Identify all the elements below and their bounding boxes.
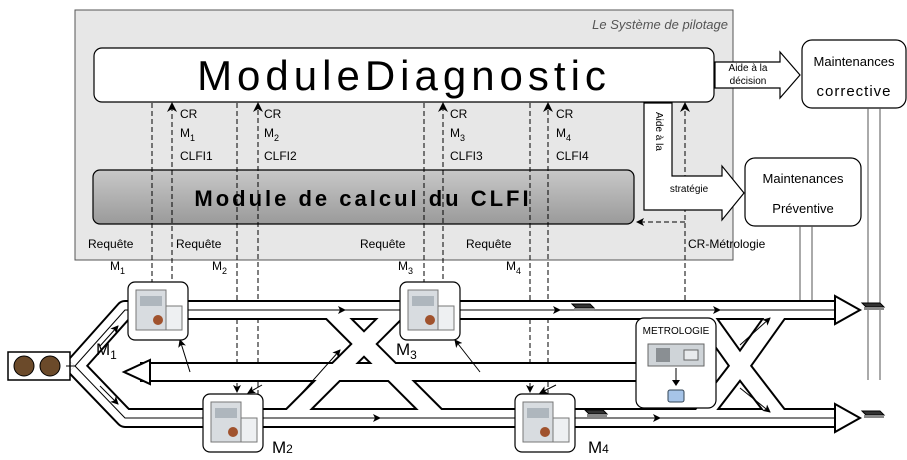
module-calcul-box (92, 169, 635, 225)
svg-text:M2: M2 (212, 259, 227, 276)
machine-m3-label: M3 (396, 340, 417, 362)
machine-m2 (202, 393, 264, 453)
maintenance-preventive-label-1: Maintenances (763, 171, 844, 186)
svg-text:M4: M4 (506, 259, 521, 276)
machine-m2-label: M2 (272, 438, 293, 455)
svg-text:CLFI4: CLFI4 (556, 149, 589, 163)
aide-strategie-arrow (643, 102, 745, 222)
aide-decision-label-2: décision (730, 76, 767, 87)
control-system-title: Le Système de pilotage (592, 17, 728, 32)
return-arrow-head (121, 358, 151, 386)
feedback-label-1: CR M1 CLFI1 (180, 107, 213, 163)
machine-m3 (399, 281, 461, 341)
maintenance-links (799, 108, 881, 380)
metrologie-station (635, 317, 717, 409)
svg-text:Requête: Requête (88, 237, 134, 251)
exit-arrow-bottom (834, 402, 863, 434)
maintenance-preventive-label-2: Préventive (772, 201, 833, 216)
svg-text:M3: M3 (398, 259, 413, 276)
machine-m1 (127, 281, 189, 341)
module-diagnostic-box (93, 47, 715, 103)
module-diagnostic-label: ModuleDiagnostic (197, 52, 611, 99)
svg-text:M1: M1 (180, 126, 195, 143)
svg-text:Requête: Requête (176, 237, 222, 251)
svg-text:CR: CR (556, 107, 574, 121)
input-lot-tray (7, 351, 75, 381)
svg-text:CLFI1: CLFI1 (180, 149, 213, 163)
request-lines (148, 103, 534, 393)
wafer-carrier-4 (860, 410, 886, 418)
maintenance-preventive-box (744, 157, 862, 227)
exit-arrow-top (834, 294, 863, 326)
aide-strategie-label-1: Aide à la (653, 112, 664, 151)
request-label-3: Requête M3 (360, 237, 413, 276)
cr-metrologie-label: CR-Métrologie (688, 237, 766, 251)
svg-text:CLFI3: CLFI3 (450, 149, 483, 163)
svg-text:M4: M4 (556, 126, 571, 143)
svg-text:CLFI2: CLFI2 (264, 149, 297, 163)
svg-text:CR: CR (180, 107, 198, 121)
svg-text:Requête: Requête (360, 237, 406, 251)
request-label-2: Requête M2 (176, 237, 227, 276)
svg-text:CR: CR (264, 107, 282, 121)
maintenance-corrective-box (801, 39, 907, 109)
machine-m4 (514, 393, 576, 453)
aide-strategie-label-2: stratégie (670, 184, 709, 195)
machine-m4-label: M4 (588, 438, 609, 455)
svg-text:M1: M1 (110, 259, 125, 276)
feedback-label-4: CR M4 CLFI4 (556, 107, 589, 163)
wafer-carrier-3 (860, 302, 886, 310)
feedback-label-3: CR M3 CLFI3 (450, 107, 483, 163)
feedback-label-2: CR M2 CLFI2 (264, 107, 297, 163)
maintenance-corrective-label-2: corrective (816, 83, 891, 100)
svg-text:CR: CR (450, 107, 468, 121)
svg-text:M2: M2 (264, 126, 279, 143)
maintenance-corrective-label-1: Maintenances (814, 54, 895, 69)
machine-m1-label: M1 (96, 340, 117, 362)
metrologie-label: METROLOGIE (643, 326, 710, 337)
wafer-carrier-2 (583, 409, 609, 417)
wafer-carrier-1 (570, 303, 596, 311)
aide-decision-label-1: Aide à la (729, 63, 768, 74)
aide-decision-arrow (714, 50, 801, 100)
module-calcul-label: Module de calcul du CLFI (194, 186, 531, 211)
flow-arrows (99, 306, 771, 422)
svg-text:M3: M3 (450, 126, 465, 143)
svg-text:Requête: Requête (466, 237, 512, 251)
request-label-4: Requête M4 (466, 237, 521, 276)
request-label-1: Requête M1 (88, 237, 134, 276)
